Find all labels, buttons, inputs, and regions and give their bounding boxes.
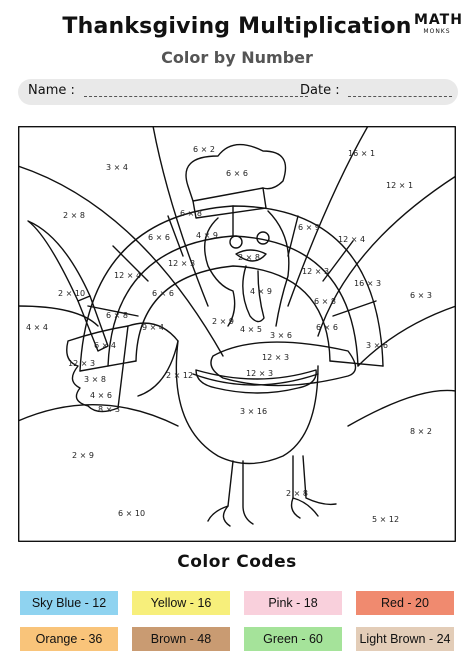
name-label: Name : — [28, 83, 75, 98]
problem-label: 2 × 9 — [72, 451, 94, 460]
problem-label: 12 × 3 — [302, 267, 329, 276]
problem-label: 12 × 4 — [114, 271, 141, 280]
multiplication-problems: 3 × 4 6 × 2 2 × 8 6 × 6 16 × 1 12 × 1 6 … — [26, 145, 432, 524]
problem-label: 3 × 4 — [106, 163, 128, 172]
color-code-swatch: Orange - 36 — [20, 627, 118, 651]
name-date-bar: Name : Date : — [18, 79, 458, 105]
color-code-swatch: Brown - 48 — [132, 627, 230, 651]
brand-logo: MATH MONKS — [414, 12, 463, 35]
worksheet-title: Thanksgiving Multiplication — [62, 14, 412, 39]
problem-label: 2 × 8 — [286, 489, 308, 498]
problem-label: 16 × 1 — [348, 149, 375, 158]
color-code-label: Brown - 48 — [150, 632, 212, 646]
problem-label: 9 × 4 — [142, 323, 164, 332]
problem-label: 12 × 3 — [262, 353, 289, 362]
problem-label: 2 × 12 — [166, 371, 193, 380]
picture-frame — [18, 126, 456, 542]
problem-label: 8 × 3 — [98, 405, 120, 414]
problem-label: 4 × 4 — [26, 323, 48, 332]
problem-label: 6 × 9 — [298, 223, 320, 232]
color-code-label: Sky Blue - 12 — [31, 596, 107, 610]
problem-label: 6 × 8 — [314, 297, 336, 306]
color-code-label: Light Brown - 24 — [359, 632, 451, 646]
color-code-swatch: Pink - 18 — [244, 591, 342, 615]
problem-label: 6 × 6 — [226, 169, 248, 178]
problem-label: 6 × 6 — [316, 323, 338, 332]
problem-label: 4 × 9 — [196, 231, 218, 240]
color-code-swatch: Yellow - 16 — [132, 591, 230, 615]
logo-word-top: MATH — [414, 12, 463, 28]
problem-label: 6 × 10 — [118, 509, 145, 518]
problem-label: 12 × 3 — [246, 369, 273, 378]
problem-label: 12 × 4 — [338, 235, 365, 244]
problem-label: 6 × 2 — [193, 145, 215, 154]
problem-label: 3 × 6 — [366, 341, 388, 350]
date-label: Date : — [300, 83, 340, 98]
problem-label: 6 × 6 — [152, 289, 174, 298]
color-code-label: Yellow - 16 — [150, 596, 212, 610]
problem-label: 12 × 1 — [386, 181, 413, 190]
color-code-swatch: Green - 60 — [244, 627, 342, 651]
problem-label: 2 × 9 — [212, 317, 234, 326]
color-code-label: Pink - 18 — [268, 596, 318, 610]
color-code-label: Green - 60 — [263, 632, 323, 646]
problem-label: 2 × 8 — [238, 253, 260, 262]
problem-label: 4 × 9 — [250, 287, 272, 296]
name-field[interactable] — [84, 96, 308, 97]
color-code-label: Orange - 36 — [35, 632, 103, 646]
color-code-swatch: Sky Blue - 12 — [20, 591, 118, 615]
problem-label: 8 × 2 — [410, 427, 432, 436]
coloring-picture: 3 × 4 6 × 2 2 × 8 6 × 6 16 × 1 12 × 1 6 … — [18, 126, 456, 542]
problem-label: 2 × 8 — [63, 211, 85, 220]
problem-label: 4 × 6 — [90, 391, 112, 400]
color-code-label: Red - 20 — [381, 596, 429, 610]
problem-label: 2 × 10 — [58, 289, 85, 298]
logo-word-bottom: MONKS — [423, 28, 451, 35]
problem-label: 6 × 8 — [106, 311, 128, 320]
problem-label: 5 × 12 — [372, 515, 399, 524]
problem-label: 12 × 3 — [68, 359, 95, 368]
problem-label: 3 × 8 — [84, 375, 106, 384]
problem-label: 16 × 3 — [354, 279, 381, 288]
problem-label: 4 × 5 — [240, 325, 262, 334]
problem-label: 12 × 3 — [168, 259, 195, 268]
problem-label: 6 × 4 — [94, 341, 116, 350]
problem-label: 3 × 6 — [270, 331, 292, 340]
problem-label: 3 × 16 — [240, 407, 267, 416]
color-codes-title: Color Codes — [177, 552, 297, 572]
color-code-swatch: Red - 20 — [356, 591, 454, 615]
problem-label: 6 × 8 — [180, 209, 202, 218]
date-field[interactable] — [348, 96, 452, 97]
problem-label: 6 × 3 — [410, 291, 432, 300]
worksheet-subtitle: Color by Number — [161, 48, 313, 67]
color-code-swatch: Light Brown - 24 — [356, 627, 454, 651]
problem-label: 6 × 6 — [148, 233, 170, 242]
